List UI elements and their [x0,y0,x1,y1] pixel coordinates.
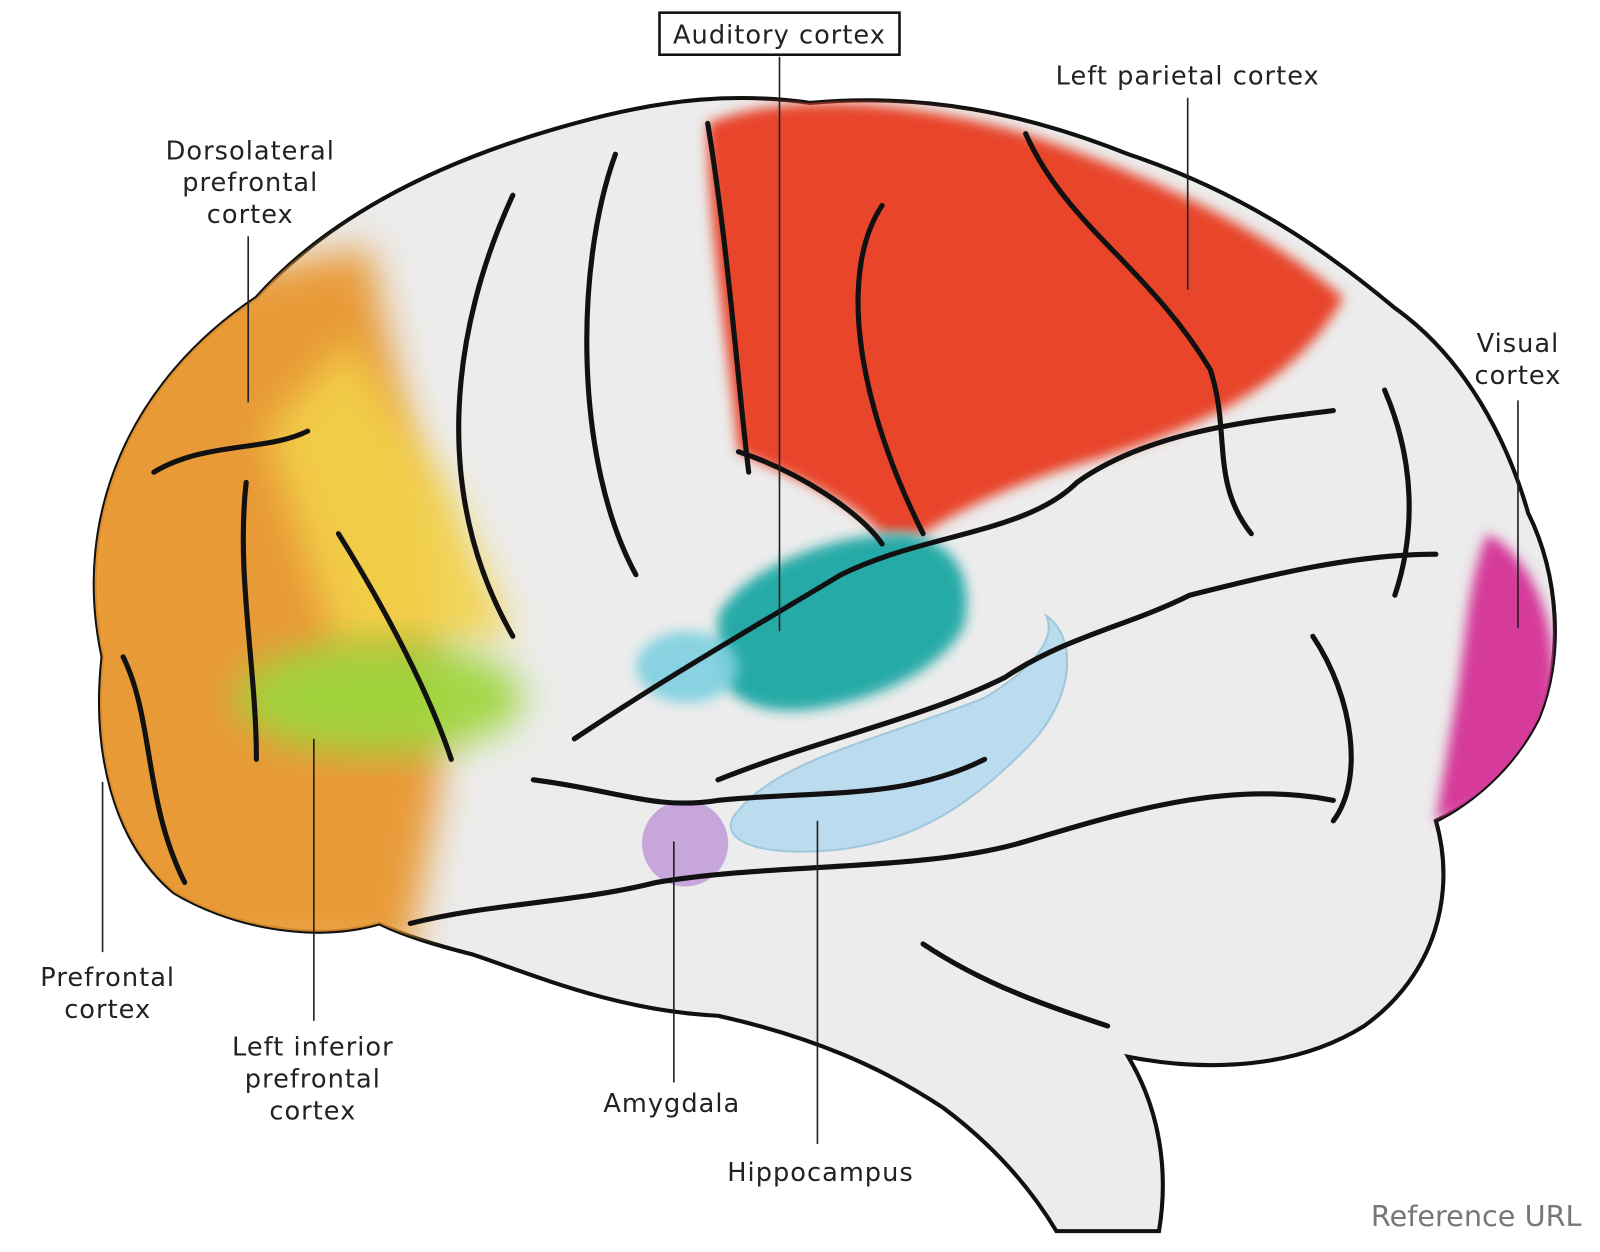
label-hippocampus: Hippocampus [727,1158,914,1188]
label-visual-cortex: Visual cortex [1474,329,1561,391]
label-auditory-cortex: Auditory cortex [673,20,886,50]
brain-sulci [120,120,1439,1029]
label-line: cortex [1474,361,1561,391]
label-line: Prefrontal [40,963,175,993]
auditory-cortex-label-box [658,11,901,57]
leader-lines [101,56,1519,1144]
region-left-inferior-prefrontal [235,641,524,755]
region-left-parietal [707,103,1344,534]
label-line: cortex [64,995,151,1025]
label-line: Left inferior [232,1033,394,1063]
label-line: prefrontal [245,1065,381,1095]
watermark: Reference URL [1371,1199,1582,1233]
label-amygdala: Amygdala [603,1089,740,1119]
label-line: prefrontal [182,168,318,198]
region-dorsolateral [266,338,513,657]
label-line: cortex [269,1096,356,1126]
label-line: Dorsolateral [166,136,335,166]
brain [92,95,1557,1234]
label-dorsolateral-prefrontal-cortex: Dorsolateral prefrontal cortex [166,136,335,230]
label-line: cortex [207,200,294,230]
label-left-parietal-cortex: Left parietal cortex [1056,61,1320,91]
label-left-inferior-prefrontal-cortex: Left inferior prefrontal cortex [232,1033,394,1127]
label-line: Visual [1477,329,1560,359]
region-amygdala [642,800,729,887]
label-prefrontal-cortex: Prefrontal cortex [40,963,175,1025]
